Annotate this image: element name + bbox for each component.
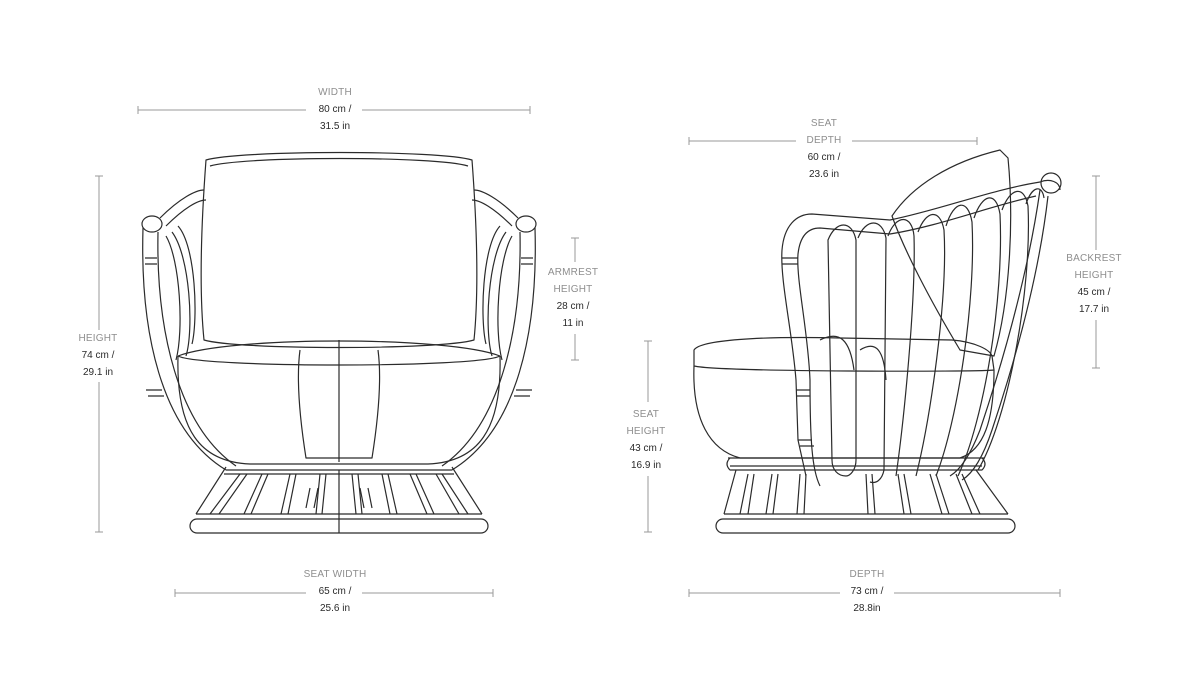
seat-width-caption: SEAT WIDTH [303, 569, 367, 580]
side-base [715, 457, 1016, 534]
depth-caption: DEPTH [849, 569, 885, 580]
height-imperial: 29.1 in [82, 367, 114, 378]
seat-depth-caption-2: DEPTH [806, 135, 842, 146]
seat-depth-metric: 60 cm / [807, 152, 841, 163]
width-label: WIDTH 80 cm / 31.5 in [318, 84, 352, 135]
width-dimension-line [137, 106, 531, 114]
armrest-height-caption-2: HEIGHT [553, 284, 593, 295]
width-imperial: 31.5 in [319, 121, 351, 132]
seat-height-dimension-line [644, 340, 652, 533]
height-caption: HEIGHT [78, 333, 118, 344]
backrest-height-caption-2: HEIGHT [1074, 270, 1114, 281]
depth-label: DEPTH 73 cm / 28.8in [850, 566, 885, 617]
front-base [189, 466, 489, 534]
backrest-height-metric: 45 cm / [1077, 287, 1111, 298]
front-frame-loops [165, 225, 513, 361]
seat-depth-imperial: 23.6 in [808, 169, 840, 180]
side-base-slats [739, 473, 981, 515]
side-back-cushion [891, 149, 1012, 357]
backrest-height-caption-1: BACKREST [1066, 253, 1122, 264]
side-frame [781, 172, 1062, 487]
armrest-height-dimension-line [571, 237, 579, 361]
seat-depth-label: SEAT DEPTH 60 cm / 23.6 in [807, 115, 842, 183]
side-seat [693, 336, 995, 459]
seat-height-metric: 43 cm / [629, 443, 663, 454]
front-base-slats [209, 473, 469, 515]
front-back-cushion [200, 151, 478, 349]
seat-height-imperial: 16.9 in [630, 460, 662, 471]
height-metric: 74 cm / [81, 350, 115, 361]
seat-height-caption-1: SEAT [632, 409, 660, 420]
chair-front-view [141, 151, 537, 534]
armrest-height-metric: 28 cm / [556, 301, 590, 312]
front-frame [141, 189, 537, 471]
seat-width-label: SEAT WIDTH 65 cm / 25.6 in [304, 566, 367, 617]
backrest-height-dimension-line [1092, 175, 1100, 369]
width-caption: WIDTH [318, 87, 352, 98]
seat-height-caption-2: HEIGHT [626, 426, 666, 437]
seat-height-label: SEAT HEIGHT 43 cm / 16.9 in [627, 406, 666, 474]
height-dimension-line [95, 175, 103, 533]
backrest-height-label: BACKREST HEIGHT 45 cm / 17.7 in [1066, 250, 1122, 318]
armrest-height-label: ARMREST HEIGHT 28 cm / 11 in [548, 264, 598, 332]
seat-width-dimension-line [174, 589, 494, 597]
height-label: HEIGHT 74 cm / 29.1 in [79, 330, 118, 381]
backrest-height-imperial: 17.7 in [1078, 304, 1110, 315]
depth-dimension-line [688, 589, 1061, 597]
side-frame-loops [827, 188, 1045, 484]
depth-metric: 73 cm / [850, 586, 884, 597]
front-shell [177, 340, 501, 465]
seat-depth-caption-1: SEAT [810, 118, 838, 129]
dimension-lines [95, 106, 1100, 597]
seat-depth-dimension-line [688, 137, 978, 145]
width-metric: 80 cm / [318, 104, 352, 115]
armrest-height-caption-1: ARMREST [547, 267, 599, 278]
depth-imperial: 28.8in [853, 603, 881, 614]
seat-width-imperial: 25.6 in [319, 603, 351, 614]
chair-side-view [693, 149, 1062, 534]
seat-width-metric: 65 cm / [318, 586, 352, 597]
armrest-height-imperial: 11 in [562, 318, 584, 329]
